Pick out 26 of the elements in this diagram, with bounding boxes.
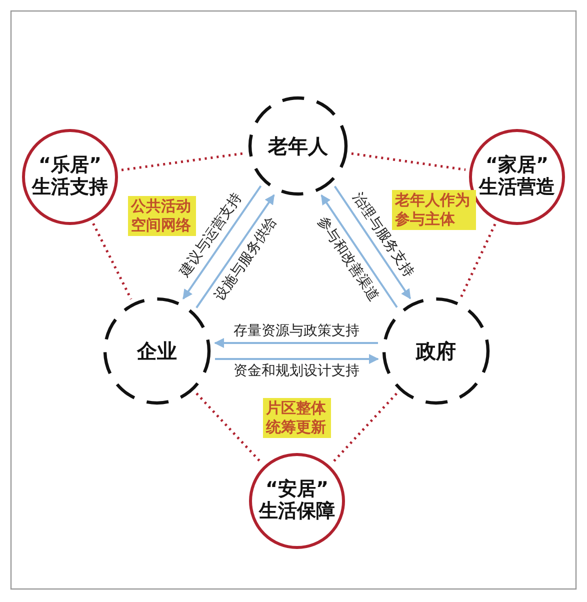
arrow xyxy=(182,185,262,300)
highlight-label: 片区整体统筹更新 xyxy=(263,398,331,438)
node-text: 生活营造 xyxy=(479,177,555,199)
dotted-line xyxy=(92,222,132,300)
dotted-line xyxy=(459,224,496,299)
node-text: 老年人 xyxy=(268,134,328,158)
arrow xyxy=(214,338,378,348)
highlight-label: 公共活动空间网络 xyxy=(128,196,196,236)
node-text: “家居” xyxy=(486,155,548,177)
node-text: 企业 xyxy=(137,340,177,362)
arrow xyxy=(215,354,379,364)
dotted-line xyxy=(331,392,398,464)
edge-label: 存量资源与政策支持 xyxy=(232,323,360,339)
edge-label: 资金和规划设计支持 xyxy=(232,363,360,379)
arrow xyxy=(196,194,275,308)
dotted-line xyxy=(121,152,245,172)
dotted-line xyxy=(196,392,262,464)
arrow xyxy=(320,194,398,308)
highlight-label: 老年人作为参与主体 xyxy=(392,190,476,230)
node-text: 生活保障 xyxy=(259,501,335,523)
node-text: “安居” xyxy=(266,479,328,500)
node-text: 政府 xyxy=(416,340,456,362)
node-text: 生活支持 xyxy=(32,177,108,199)
dotted-line xyxy=(351,152,466,171)
node-text: “乐居” xyxy=(38,155,102,177)
arrow xyxy=(334,186,412,300)
